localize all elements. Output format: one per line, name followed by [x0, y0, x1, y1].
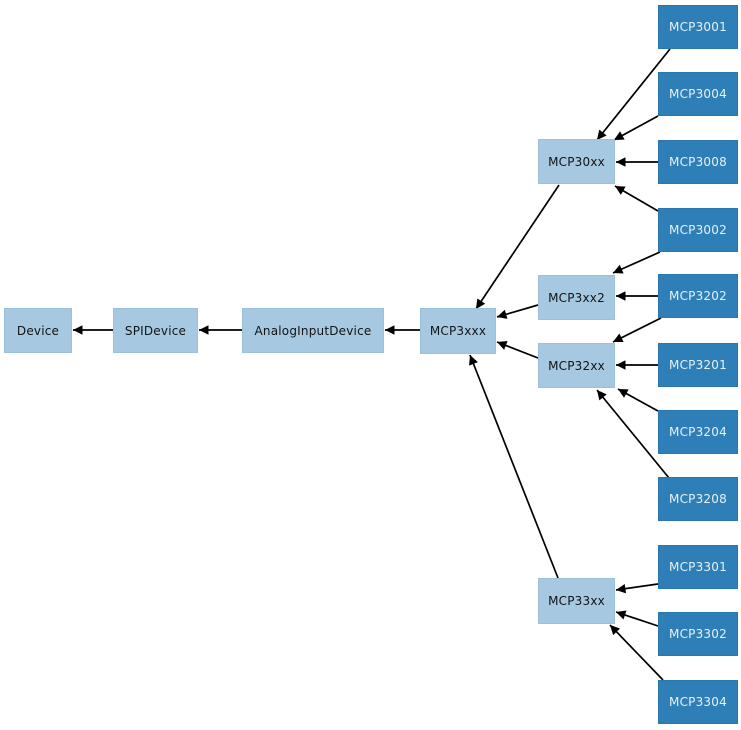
class-node-MCP3208[interactable]: MCP3208: [658, 477, 738, 521]
class-node-MCP33xx[interactable]: MCP33xx: [538, 578, 615, 624]
class-node-MCP3304[interactable]: MCP3304: [658, 680, 738, 724]
class-node-MCP3xxx[interactable]: MCP3xxx: [420, 308, 496, 354]
class-node-SPIDevice[interactable]: SPIDevice: [113, 308, 198, 353]
class-node-MCP3302[interactable]: MCP3302: [658, 612, 738, 656]
class-node-AnalogInputDevice[interactable]: AnalogInputDevice: [242, 308, 384, 353]
class-node-MCP3202[interactable]: MCP3202: [658, 274, 738, 318]
class-node-MCP3004[interactable]: MCP3004: [658, 72, 738, 116]
class-node-MCP30xx[interactable]: MCP30xx: [538, 139, 615, 184]
class-node-MCP3008[interactable]: MCP3008: [658, 140, 738, 184]
class-node-MCP3002[interactable]: MCP3002: [658, 208, 738, 252]
class-node-MCP3xx2[interactable]: MCP3xx2: [538, 275, 615, 320]
class-node-MCP3001[interactable]: MCP3001: [658, 5, 738, 49]
class-node-Device[interactable]: Device: [4, 308, 72, 353]
class-node-MCP3201[interactable]: MCP3201: [658, 343, 738, 387]
class-node-MCP3301[interactable]: MCP3301: [658, 545, 738, 589]
class-node-MCP32xx[interactable]: MCP32xx: [538, 343, 615, 388]
class-node-MCP3204[interactable]: MCP3204: [658, 410, 738, 454]
